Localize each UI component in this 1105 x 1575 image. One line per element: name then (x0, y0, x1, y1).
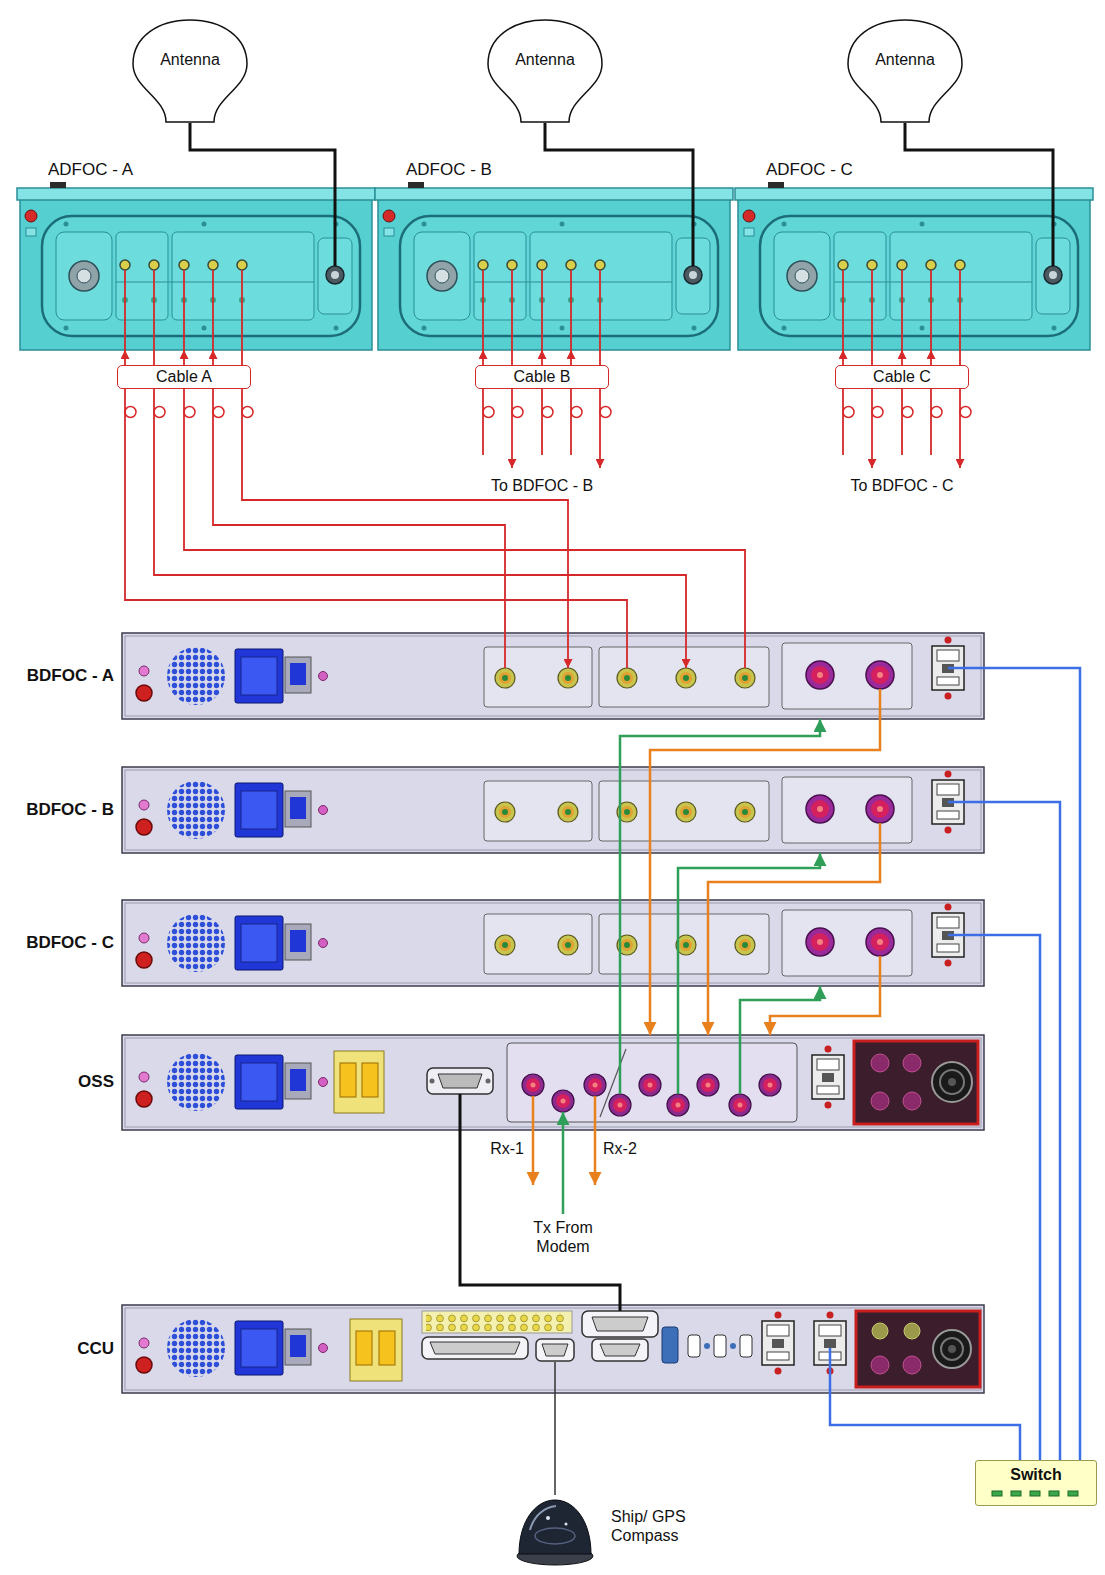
node-label: Antenna (875, 50, 935, 69)
cable-connector (984, 802, 1060, 1460)
label-slot: Rx-2 (603, 1139, 681, 1158)
cable-connector (901, 350, 903, 365)
wires (125, 188, 1053, 1393)
rack-unit: BDFOC - C (122, 900, 984, 986)
network-switch: Switch (975, 1460, 1097, 1506)
node-label: Cable A (156, 367, 212, 386)
cable-connector (770, 986, 880, 1035)
antenna-shape: Antenna (130, 18, 250, 123)
node-label: BDFOC - C (26, 933, 114, 953)
compass-unit: Ship/ GPS Compass (515, 1495, 595, 1567)
antenna-shape: Antenna (485, 18, 605, 123)
node-label: Antenna (515, 50, 575, 69)
cable-connector (541, 350, 543, 365)
cable-box: Cable C (835, 365, 969, 389)
antenna-outline (845, 18, 965, 123)
node-label: Antenna (160, 50, 220, 69)
label-slot: Rx-1 (446, 1139, 524, 1158)
port-light (1011, 1491, 1021, 1496)
adfoc-illustrations (17, 182, 1093, 350)
antenna-shape: Antenna (845, 18, 965, 123)
cable-connector (678, 853, 820, 1035)
cable-connector (650, 719, 880, 1035)
label-slot: Tx From Modem (523, 1218, 603, 1256)
switch-ports (988, 1489, 1084, 1499)
label-slot: To BDFOC - B (482, 476, 602, 495)
signal-label: Rx-2 (603, 1139, 681, 1158)
node-label: CCU (77, 1339, 114, 1359)
adfoc-unit: ADFOC - A (20, 188, 372, 350)
antenna-outline-path (848, 20, 962, 122)
oss-illustration (122, 1035, 984, 1130)
cable-connector (460, 1130, 620, 1305)
node-label: BDFOC - B (26, 800, 114, 820)
node-label: ADFOC - B (406, 160, 492, 180)
signal-label: Tx From Modem (523, 1218, 603, 1256)
cable-connector (740, 986, 820, 1035)
node-label: OSS (78, 1072, 114, 1092)
cable-connector (984, 935, 1040, 1460)
cable-connector (708, 853, 880, 1035)
cable-connector (545, 123, 693, 188)
signal-label: To BDFOC - C (842, 476, 962, 495)
adfoc-unit: ADFOC - C (738, 188, 1090, 350)
node-label: BDFOC - A (27, 666, 114, 686)
antenna-outline-path (133, 20, 247, 122)
cable-connector (213, 389, 505, 633)
rack-unit: CCU (122, 1305, 984, 1393)
node-label: ADFOC - A (48, 160, 133, 180)
signal-label: Rx-1 (446, 1139, 524, 1158)
node-label: Switch (1010, 1465, 1062, 1484)
adfoc-unit: ADFOC - B (378, 188, 730, 350)
cable-box: Cable B (475, 365, 609, 389)
port-light (1049, 1491, 1059, 1496)
port-light (1030, 1491, 1040, 1496)
node-label: Cable B (514, 367, 571, 386)
rack-unit: OSS (122, 1035, 984, 1130)
rack-unit: BDFOC - A (122, 633, 984, 719)
label-slot: To BDFOC - C (842, 476, 962, 495)
port-light (992, 1491, 1002, 1496)
port-light (1068, 1491, 1078, 1496)
node-label: Ship/ GPS Compass (611, 1507, 711, 1545)
node-label: ADFOC - C (766, 160, 853, 180)
compass-icon (517, 1500, 593, 1565)
antenna-outline (130, 18, 250, 123)
ccu-illustration (122, 1305, 984, 1393)
cable-box: Cable A (117, 365, 251, 389)
cable-connector (984, 668, 1080, 1460)
cable-connector (190, 123, 335, 188)
signal-label: To BDFOC - B (482, 476, 602, 495)
node-label: Cable C (873, 367, 931, 386)
antenna-outline (485, 18, 605, 123)
cable-connector (554, 1393, 556, 1495)
cable-connector (183, 350, 185, 365)
cable-connector (830, 1393, 1020, 1460)
bdfoc-illustrations (122, 633, 984, 986)
cable-connector (905, 123, 1053, 188)
antenna-outline-path (488, 20, 602, 122)
rack-unit: BDFOC - B (122, 767, 984, 853)
